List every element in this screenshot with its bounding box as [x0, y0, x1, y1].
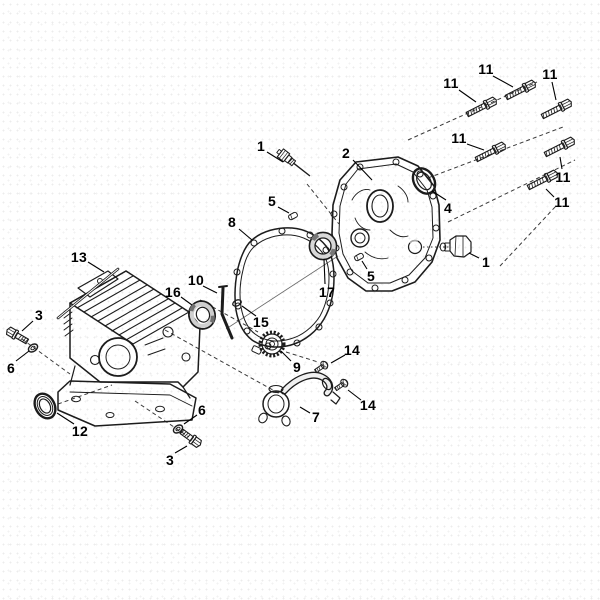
callout-14-screw-b: 14: [359, 397, 377, 413]
flange-bolt-1: [464, 95, 499, 120]
callout-11-bolt-c: 11: [542, 66, 558, 82]
leader-lines: [15, 75, 563, 454]
bearing: [188, 300, 216, 330]
flange-bolt-3: [539, 97, 574, 122]
drain-plug: [439, 235, 472, 258]
oil-pickup: [258, 371, 341, 427]
callout-17-bearing: 17: [318, 284, 336, 300]
callout-1-drain-plug: 1: [481, 254, 491, 270]
cover-gasket: [233, 227, 337, 350]
screw-left: [4, 325, 31, 347]
flange-bolt-5: [542, 135, 577, 160]
alignment-lines: [21, 81, 576, 438]
callout-11-bolt-d: 11: [451, 130, 467, 146]
governor-gear: [251, 330, 286, 358]
callout-4-oil-seal: 4: [443, 200, 453, 216]
oil-dipper-rod: [218, 285, 234, 340]
callout-11-bolt-b: 11: [478, 61, 494, 77]
callout-5-pin-top: 5: [267, 193, 277, 209]
ball-bearing: [308, 231, 338, 261]
callout-12-oil-seal: 12: [71, 423, 89, 439]
callout-3-screw-left: 3: [34, 307, 44, 323]
callout-5-pin-right: 5: [366, 268, 376, 284]
oil-seal-large: [33, 392, 57, 420]
callout-16-bearing: 16: [164, 284, 182, 300]
oil-seal-small: [411, 167, 437, 195]
dowel-pin-top: [287, 211, 299, 221]
flange-bolt-2: [503, 78, 538, 103]
callout-15-snap-ring: 15: [252, 314, 270, 330]
callout-13-block: 13: [70, 249, 88, 265]
callout-6-washer-left: 6: [6, 360, 16, 376]
callout-8-gasket: 8: [227, 214, 237, 230]
screw-mid: [178, 426, 204, 450]
cylinder-block: [56, 267, 201, 427]
callout-9-gear: 9: [292, 359, 302, 375]
callout-11-bolt-a: 11: [443, 75, 459, 91]
callout-10-rod: 10: [187, 272, 205, 288]
callout-11-bolt-e: 11: [555, 169, 571, 185]
crankcase-cover: [330, 156, 441, 292]
callout-14-screw-a: 14: [343, 342, 361, 358]
oil-sensor: [276, 148, 311, 177]
callout-6-washer-mid: 6: [197, 402, 207, 418]
pan-screw-2: [332, 377, 351, 394]
snap-ring: [232, 299, 242, 307]
callout-11-bolt-f: 11: [554, 194, 570, 210]
callout-3-screw-mid: 3: [165, 452, 175, 468]
flange-bolt-4: [473, 140, 508, 165]
callout-2-crankcase-cover: 2: [341, 145, 351, 161]
callout-1-oil-sensor: 1: [256, 138, 266, 154]
callout-7-oil-pickup: 7: [311, 409, 321, 425]
dowel-pin-right: [353, 252, 365, 262]
